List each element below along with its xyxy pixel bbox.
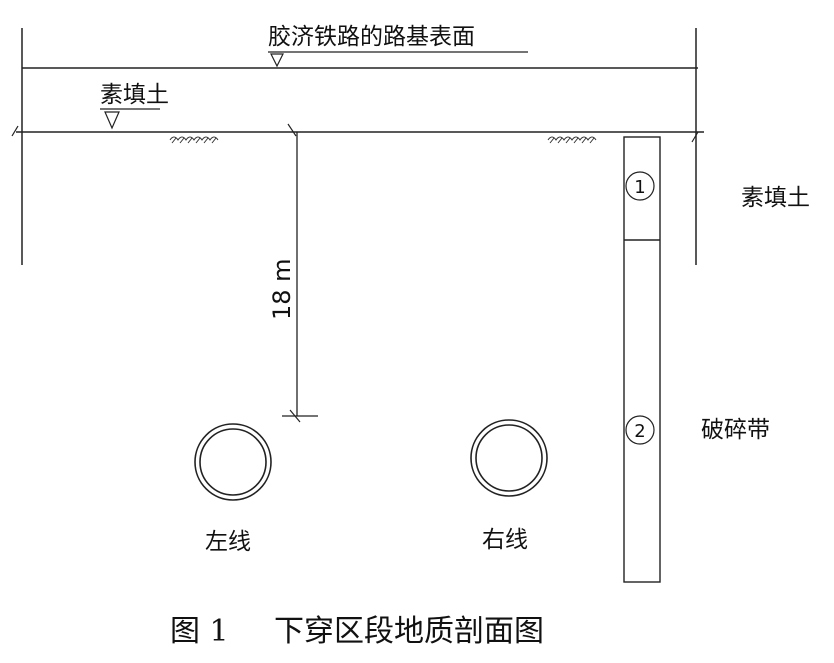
figure-number: 图 1 (170, 614, 229, 649)
break-mark-mid (287, 123, 297, 137)
depth-tick-bottom (289, 409, 301, 423)
right-tunnel-inner (475, 424, 543, 492)
ground-hatch-left (169, 136, 219, 144)
depth-label: 18 m (268, 258, 296, 320)
layer-1-marker: 1 (634, 177, 645, 198)
fill-level-marker (104, 111, 120, 130)
figure-title: 下穿区段地质剖面图 (274, 614, 544, 649)
right-tunnel-outer (470, 419, 548, 497)
surface-level-marker (270, 53, 284, 68)
break-mark-right (691, 131, 699, 143)
layer-2-marker: 2 (634, 421, 645, 442)
surface-annotation: 胶济铁路的路基表面 (268, 24, 528, 68)
figure-caption: 图 1 下穿区段地质剖面图 (170, 614, 544, 649)
layer-2-name: 破碎带 (701, 417, 770, 443)
depth-dimension: 18 m (268, 132, 318, 423)
right-tunnel-label: 右线 (482, 527, 528, 553)
break-mark-left (11, 125, 19, 137)
left-tunnel: 左线 (194, 423, 272, 555)
left-tunnel-inner (199, 428, 267, 496)
fill-top-label: 素填土 (100, 82, 169, 108)
embankment (11, 28, 704, 265)
layer-1-circle (625, 171, 655, 201)
surface-label: 胶济铁路的路基表面 (268, 24, 475, 50)
right-tunnel: 右线 (470, 419, 548, 553)
left-tunnel-label: 左线 (205, 529, 251, 555)
fill-annotation: 素填土 (100, 82, 169, 130)
layer-2-circle (625, 415, 655, 445)
column-outline (623, 136, 661, 583)
geological-column: 1 2 (623, 136, 661, 583)
ground-hatch-right (547, 136, 597, 144)
layer-1-name: 素填土 (741, 185, 810, 211)
left-tunnel-outer (194, 423, 272, 501)
